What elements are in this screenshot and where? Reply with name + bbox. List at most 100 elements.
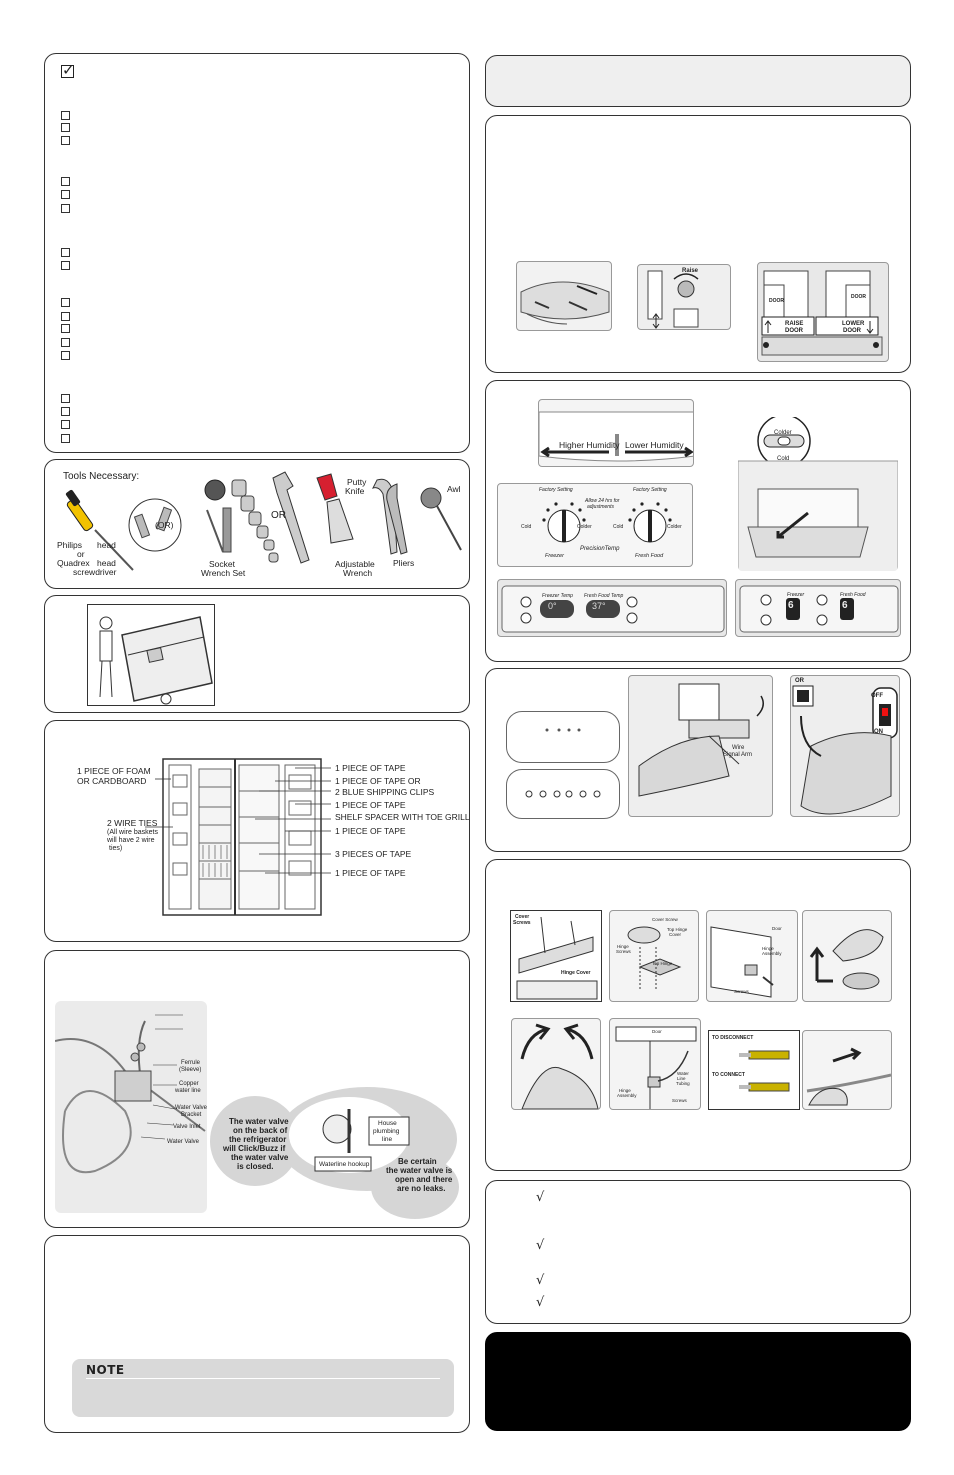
- checkbox[interactable]: [61, 204, 70, 213]
- checkbox[interactable]: [61, 248, 70, 257]
- packing-item: 1 PIECE OF TAPE OR: [335, 776, 421, 786]
- leak-note: open and there: [395, 1175, 453, 1184]
- raise-door-label-2: DOOR: [785, 328, 803, 334]
- fresh-digit: 6: [842, 600, 848, 611]
- adjust-label: adjustments: [587, 504, 614, 510]
- valve-note: The water valve: [229, 1117, 289, 1126]
- house-label: House: [378, 1120, 397, 1127]
- checkbox[interactable]: [61, 136, 70, 145]
- valve-note: will Click/Buzz if: [223, 1144, 286, 1153]
- ice-switch-illustration: [790, 675, 900, 817]
- checkbox[interactable]: [61, 123, 70, 132]
- precision-temp-label: PrecisionTemp: [580, 546, 620, 552]
- bracket-label-2: Bracket: [181, 1112, 202, 1118]
- checkbox[interactable]: [61, 407, 70, 416]
- header-checkmark-icon: [61, 61, 75, 79]
- house-label-2: plumbing: [373, 1128, 400, 1135]
- checkbox[interactable]: [61, 177, 70, 186]
- dispenser-buttons-illustration: [506, 769, 620, 819]
- leak-note: are no leaks.: [397, 1184, 446, 1193]
- checkbox[interactable]: [61, 420, 70, 429]
- cover-label-2: Screws: [513, 920, 531, 926]
- wire-ties-note-3: ties): [109, 845, 123, 852]
- hinge-screws-label: Hinge: [617, 944, 629, 949]
- door-label-2: Door: [652, 1029, 662, 1034]
- fresh-digital-label: Fresh Food: [840, 592, 866, 598]
- footer-panel: [485, 1332, 911, 1431]
- socket-wrench-icon: [204, 479, 279, 563]
- adjustable-label-2: Wrench: [343, 568, 373, 578]
- check-mark: √: [536, 1295, 545, 1310]
- raise-door-illustration: [637, 264, 731, 330]
- checkbox[interactable]: [61, 394, 70, 403]
- lower-humidity-label: Lower Humidity: [625, 440, 684, 450]
- on-label: ON: [874, 729, 883, 735]
- checkbox[interactable]: [61, 312, 70, 321]
- or-bits-label: (OR): [155, 520, 174, 530]
- awl-icon: [420, 487, 462, 551]
- electronic-controls-illustration: [497, 579, 727, 637]
- checklist-panel: [44, 53, 470, 453]
- checkbox[interactable]: [61, 324, 70, 333]
- tools-panel: Tools Necessary:: [44, 459, 470, 589]
- packing-item: 3 PIECES OF TAPE: [335, 849, 412, 859]
- pliers-icon: [372, 478, 408, 555]
- copper-label: Copper: [179, 1081, 199, 1087]
- checkbox[interactable]: [61, 351, 70, 360]
- checkbox[interactable]: [61, 338, 70, 347]
- checkbox[interactable]: [61, 434, 70, 443]
- quadrex-head-label: head: [97, 558, 116, 568]
- water-panel: Ferrule (Sleeve) Copper water line Water…: [44, 950, 470, 1228]
- hinge-assembly-label: Hinge: [762, 946, 774, 951]
- packing-item: 1 PIECE OF TAPE: [335, 868, 406, 878]
- door-label: DOOR: [769, 298, 784, 304]
- hinge-screws-label-2: Screws: [616, 949, 631, 954]
- colder-dial-label: Colder: [577, 524, 592, 530]
- raise-door-label: RAISE: [785, 321, 804, 327]
- water-line-label: Water: [677, 1071, 689, 1076]
- tools-illustration: [65, 471, 462, 571]
- checkbox[interactable]: [61, 190, 70, 199]
- water-line-illustration: [609, 1018, 701, 1110]
- packing-item: 1 PIECE OF TAPE: [335, 800, 406, 810]
- lower-door-label-2: DOOR: [843, 328, 861, 334]
- ice-maker-arm-illustration: [628, 675, 773, 817]
- remove-door-illustration: [511, 1018, 601, 1110]
- checkbox[interactable]: [61, 298, 70, 307]
- note-panel: NOTE: [44, 1235, 470, 1433]
- lift-cover-illustration: [802, 910, 892, 1002]
- valve-note: is closed.: [237, 1162, 274, 1171]
- screws-label: Screws: [734, 989, 749, 994]
- colder-dial-label-2: Colder: [667, 524, 682, 530]
- checkbox[interactable]: [61, 111, 70, 120]
- putty-knife-icon: [316, 473, 354, 544]
- copper-label-2: water line: [175, 1088, 201, 1094]
- bracket-label: Water Valve: [175, 1105, 208, 1111]
- off-label: OFF: [871, 693, 883, 699]
- hinge-assembly-illustration: [706, 910, 798, 1002]
- phillips-label: Philips: [57, 540, 83, 550]
- leak-note: the water valve is: [386, 1166, 453, 1175]
- packing-item: 1 PIECE OF TAPE: [335, 826, 406, 836]
- putty-label-2: Knife: [345, 486, 365, 496]
- fresh-temp-label: Fresh Food Temp: [584, 593, 624, 599]
- checkbox[interactable]: [61, 261, 70, 270]
- connect-label: TO CONNECT: [712, 1072, 745, 1078]
- tools-title: Tools Necessary:: [63, 471, 140, 482]
- foam-label-2: OR CARDBOARD: [77, 776, 147, 786]
- pliers-label: Pliers: [393, 558, 415, 568]
- higher-humidity-label: Higher Humidity: [559, 440, 620, 450]
- check-mark: √: [536, 1190, 545, 1205]
- pull-tubing-illustration: [802, 1030, 892, 1110]
- wire-ties-note-2: will have 2 wire: [107, 837, 155, 844]
- refrigerator-illustration: [145, 758, 331, 916]
- dial-controls-illustration: [497, 483, 693, 567]
- ferrule-label-2: (Sleeve): [179, 1067, 202, 1073]
- or-label: or: [77, 549, 85, 559]
- colder-label: Colder: [774, 430, 792, 436]
- fresh-temp-value: 37°: [592, 601, 606, 611]
- or-wrench-label: OR: [271, 510, 286, 521]
- socket-label-2: Wrench Set: [201, 568, 246, 578]
- hinge-cover-illustration: [510, 910, 602, 1002]
- or-switch-label: OR: [795, 678, 804, 684]
